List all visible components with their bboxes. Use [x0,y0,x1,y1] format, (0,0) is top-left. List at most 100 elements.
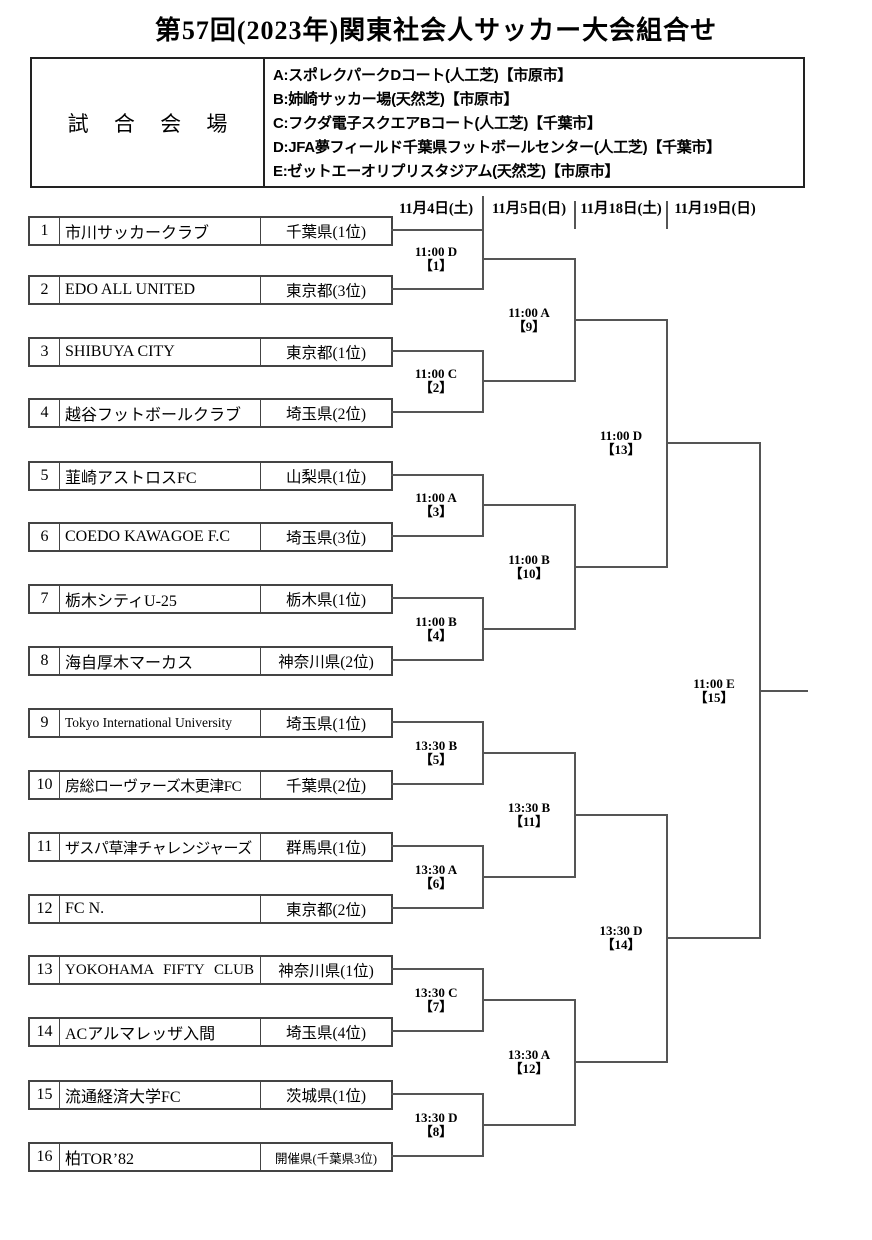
team-seed: 5 [30,463,60,489]
team-name: 房総ローヴァーズ木更津FC [60,772,261,798]
team-prefecture: 神奈川県(2位) [278,654,374,671]
match-label-10: 11:00 B 【10】 [485,553,573,581]
team-name: 市川サッカークラブ [60,218,261,244]
bracket-line [391,411,484,413]
match-time: 13:30 B [414,738,458,753]
venue-panel: 試 合 会 場 A:スポレクパークDコート(人工芝)【市原市】 B:姉崎サッカー… [30,57,805,188]
team-name: 海自厚木マーカス [60,648,261,674]
team-seed: 10 [30,772,60,798]
match-number: 【14】 [601,937,641,952]
bracket-line [575,319,667,321]
team-row-16: 16 柏TOR’82 開催県(千葉県3位) [28,1142,393,1172]
match-number: 【2】 [419,380,453,395]
bracket-line [391,845,484,847]
match-number: 【9】 [512,319,546,334]
match-label-14: 13:30 D 【14】 [577,924,665,952]
match-time: 11:00 E [693,676,735,691]
team-name: 流通経済大学FC [60,1082,261,1108]
page-title: 第57回(2023年)関東社会人サッカー大会組合せ [154,16,718,45]
match-number: 【6】 [419,876,453,891]
match-label-12: 13:30 A 【12】 [485,1048,573,1076]
team-prefecture: 東京都(3位) [285,283,367,300]
bracket-line [483,628,575,630]
match-number: 【10】 [509,566,549,581]
bracket-line [391,350,484,352]
team-row-15: 15 流通経済大学FC 茨城県(1位) [28,1080,393,1110]
round-date-2: 11月5日(日) [491,201,567,217]
team-row-1: 1 市川サッカークラブ 千葉県(1位) [28,216,393,246]
match-label-11: 13:30 B 【11】 [485,801,573,829]
match-time: 11:00 D [414,244,458,259]
match-label-5: 13:30 B 【5】 [392,739,480,767]
round-date-1: 11月4日(土) [398,201,474,217]
bracket-line [391,1155,484,1157]
match-time: 13:30 B [507,800,551,815]
team-seed: 14 [30,1019,60,1045]
match-time: 13:30 A [414,862,458,877]
team-row-6: 6 COEDO KAWAGOE F.C 埼玉県(3位) [28,522,393,552]
bracket-line [391,288,484,290]
match-label-4: 11:00 B 【4】 [392,615,480,643]
match-label-1: 11:00 D 【1】 [392,245,480,273]
bracket-line [391,968,484,970]
bracket-line [483,504,575,506]
match-number: 【12】 [509,1061,549,1076]
team-name: 韮崎アストロスFC [60,463,261,489]
bracket-line [391,1093,484,1095]
team-row-10: 10 房総ローヴァーズ木更津FC 千葉県(2位) [28,770,393,800]
bracket-line [574,201,576,229]
match-label-15: 11:00 E 【15】 [669,677,759,705]
team-prefecture: 山梨県(1位) [285,469,367,486]
venue-item-c: C:フクダ電子スクエアBコート(人工芝)【千葉市】 [273,115,602,132]
match-time: 13:30 C [414,985,458,1000]
match-number: 【1】 [419,258,453,273]
bracket-line [483,258,575,260]
team-seed: 2 [30,277,60,303]
team-name: ザスパ草津チャレンジャーズ [60,834,261,860]
match-time: 13:30 D [414,1110,458,1125]
bracket-line [483,1124,575,1126]
team-row-5: 5 韮崎アストロスFC 山梨県(1位) [28,461,393,491]
team-name: COEDO KAWAGOE F.C [60,524,261,550]
match-number: 【8】 [419,1124,453,1139]
team-name: 栃木シティU-25 [60,586,261,612]
team-name: SHIBUYA CITY [60,339,261,365]
venue-item-d: D:JFA夢フィールド千葉県フットボールセンター(人工芝)【千葉市】 [273,139,721,156]
venue-item-a: A:スポレクパークDコート(人工芝)【市原市】 [273,67,573,84]
team-prefecture: 千葉県(1位) [285,224,367,241]
bracket-line [483,752,575,754]
bracket-line [391,721,484,723]
match-number: 【7】 [419,999,453,1014]
team-prefecture: 埼玉県(1位) [285,716,367,733]
bracket-line [667,937,760,939]
match-time: 11:00 D [599,428,643,443]
bracket-line [391,474,484,476]
team-name: 柏TOR’82 [60,1144,261,1170]
match-time: 11:00 B [508,552,550,567]
team-name: EDO ALL UNITED [60,277,261,303]
bracket-line [760,690,808,692]
team-prefecture: 栃木県(1位) [285,592,367,609]
team-row-3: 3 SHIBUYA CITY 東京都(1位) [28,337,393,367]
bracket-line [391,229,484,231]
match-number: 【15】 [694,690,734,705]
team-row-7: 7 栃木シティU-25 栃木県(1位) [28,584,393,614]
team-prefecture: 埼玉県(3位) [285,530,367,547]
team-row-13: 13 YOKOHAMA FIFTY CLUB 神奈川県(1位) [28,955,393,985]
team-seed: 3 [30,339,60,365]
match-number: 【5】 [419,752,453,767]
team-row-4: 4 越谷フットボールクラブ 埼玉県(2位) [28,398,393,428]
team-seed: 1 [30,218,60,244]
round-date-4: 11月19日(日) [674,201,756,217]
team-prefecture: 茨城県(1位) [285,1088,367,1105]
team-row-2: 2 EDO ALL UNITED 東京都(3位) [28,275,393,305]
bracket-line [391,1030,484,1032]
team-row-11: 11 ザスパ草津チャレンジャーズ 群馬県(1位) [28,832,393,862]
bracket-line [391,597,484,599]
round-date-3: 11月18日(土) [580,201,662,217]
match-label-3: 11:00 A 【3】 [392,491,480,519]
team-prefecture: 群馬県(1位) [285,840,367,857]
team-prefecture: 開催県(千葉県3位) [274,1151,378,1166]
team-seed: 15 [30,1082,60,1108]
